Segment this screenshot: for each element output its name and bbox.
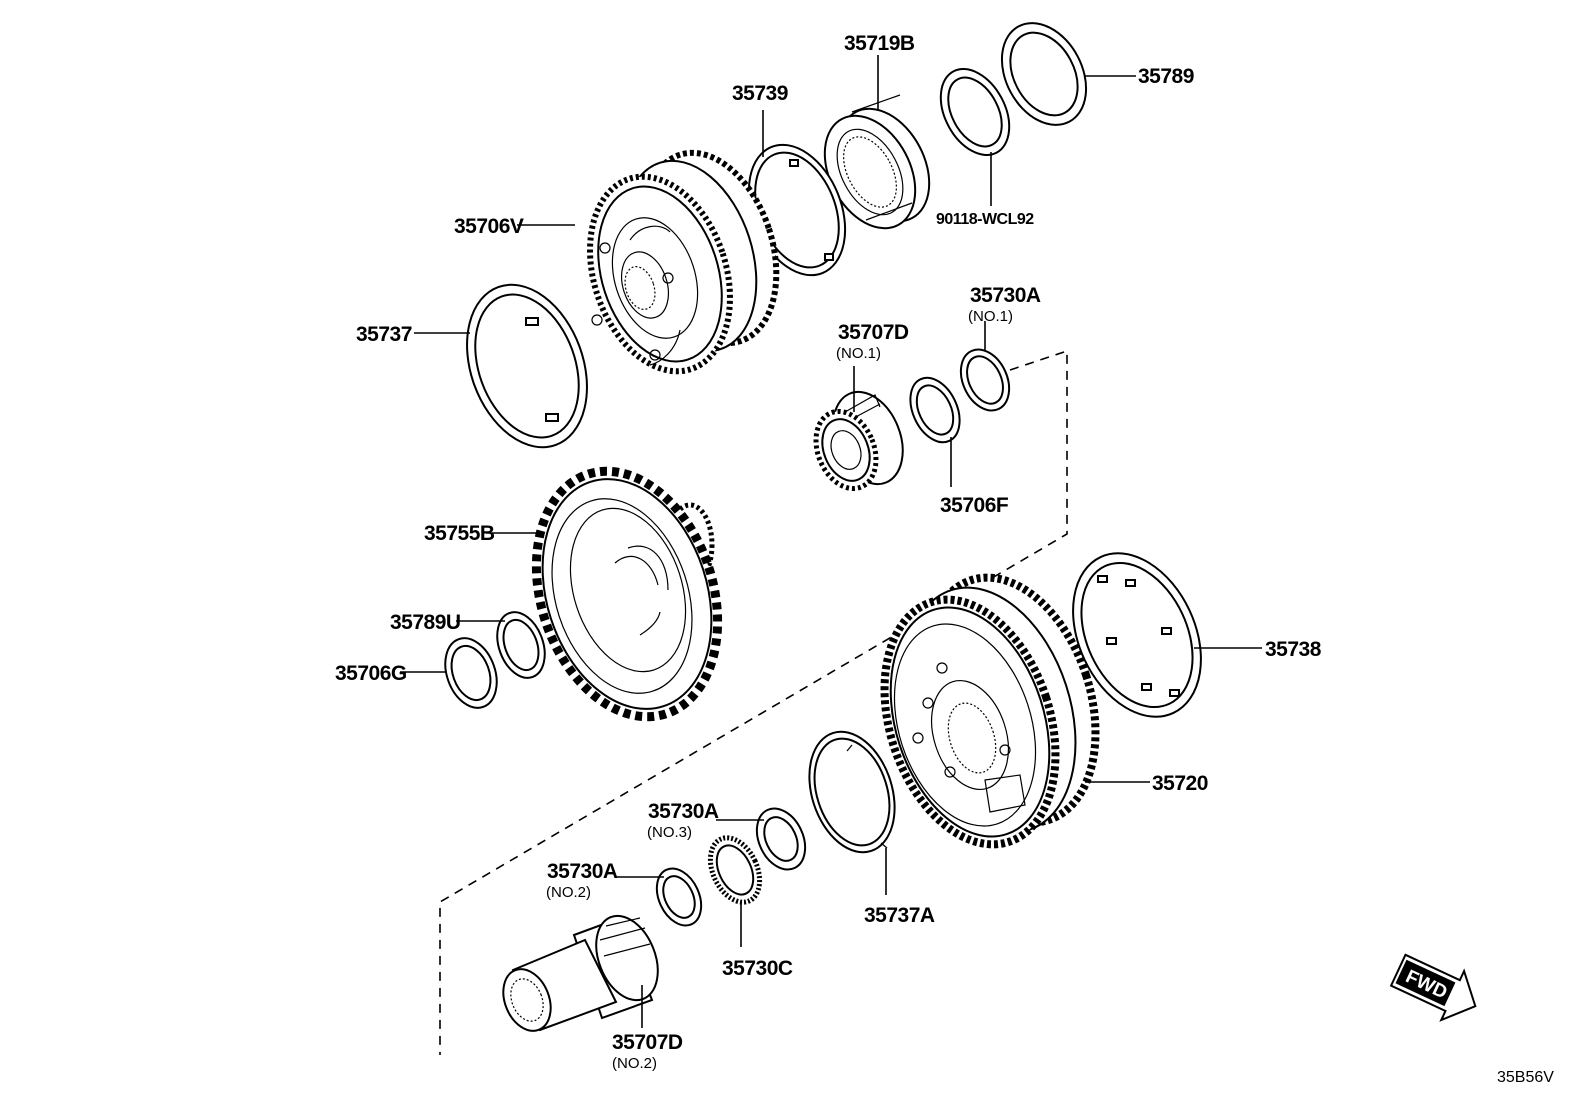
part-90118-wcl92-ring[interactable] [927, 57, 1023, 166]
label-35706f[interactable]: 35706F [940, 494, 1009, 517]
label-35719b[interactable]: 35719B [844, 32, 915, 55]
part-35706g-washer[interactable] [436, 631, 506, 715]
label-35707d-no1[interactable]: 35707D [838, 321, 909, 344]
label-35730a-no1-sub: (NO.1) [968, 308, 1013, 325]
label-35737[interactable]: 35737 [356, 323, 412, 346]
label-35706g[interactable]: 35706G [335, 662, 407, 685]
label-35789u[interactable]: 35789U [390, 611, 461, 634]
part-35707d-no2-shaft-gear[interactable] [495, 907, 670, 1038]
part-35730a-no1-washer[interactable] [952, 342, 1019, 419]
part-35720-planetary-assembly[interactable] [855, 555, 1125, 866]
part-35789u-washer[interactable] [489, 606, 554, 685]
label-35789[interactable]: 35789 [1138, 65, 1194, 88]
part-35737-plate[interactable] [446, 268, 609, 464]
part-35730a-no3-washer[interactable] [748, 801, 815, 878]
label-35730c[interactable]: 35730C [722, 957, 793, 980]
label-35738[interactable]: 35738 [1265, 638, 1322, 661]
subassembly-dashed-boundary [439, 349, 1068, 1055]
label-35730a-no1[interactable]: 35730A [970, 284, 1041, 307]
illustration-code: 35B56V [1497, 1069, 1554, 1086]
part-35755b-ring-gear[interactable] [506, 448, 747, 741]
label-35739[interactable]: 35739 [732, 82, 788, 105]
fwd-arrow-icon: FWD [1389, 953, 1477, 1022]
label-35720[interactable]: 35720 [1152, 772, 1208, 795]
part-35738-plate[interactable] [1048, 533, 1226, 738]
label-35730a-no3[interactable]: 35730A [648, 800, 719, 823]
part-35719b-oneway-clutch[interactable] [807, 93, 948, 244]
label-35737a[interactable]: 35737A [864, 904, 935, 927]
part-35730a-no2-washer[interactable] [648, 861, 710, 932]
part-35737a-snap-ring[interactable] [795, 721, 909, 864]
label-35706v[interactable]: 35706V [454, 215, 524, 238]
part-35706f-washer[interactable] [901, 370, 970, 450]
part-35706v-carrier-gear[interactable] [566, 136, 799, 390]
label-90118-wcl92[interactable]: 90118-WCL92 [936, 211, 1035, 228]
label-35755b[interactable]: 35755B [424, 522, 495, 545]
label-35730a-no2[interactable]: 35730A [547, 860, 618, 883]
label-35730a-no3-sub: (NO.3) [647, 824, 692, 841]
label-35707d-no1-sub: (NO.1) [836, 345, 881, 362]
label-35707d-no2-sub: (NO.2) [612, 1055, 657, 1072]
part-35707d-no1-gear[interactable] [805, 382, 916, 498]
label-35730a-no2-sub: (NO.2) [546, 884, 591, 901]
part-35789-washer[interactable] [985, 8, 1103, 139]
label-35707d-no2[interactable]: 35707D [612, 1031, 683, 1054]
part-35730c-bearing[interactable] [701, 830, 770, 910]
